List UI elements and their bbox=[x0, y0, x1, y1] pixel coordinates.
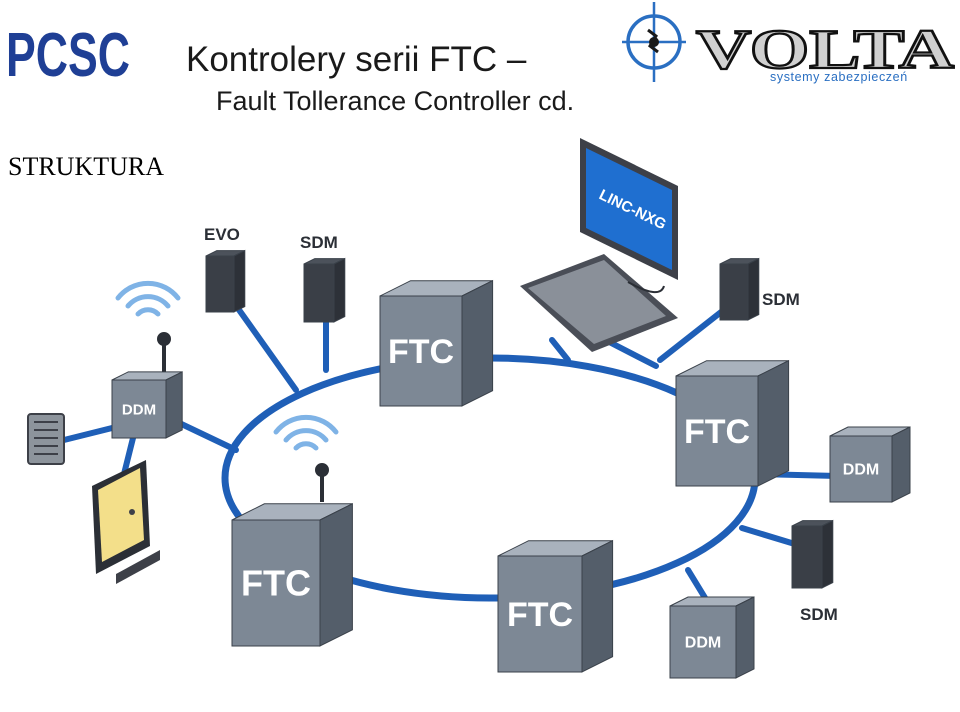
sdm-label-top: SDM bbox=[300, 233, 338, 252]
ddm-module-bottom: DDM bbox=[669, 596, 755, 679]
slide-subtitle: Fault Tollerance Controller cd. bbox=[216, 86, 575, 116]
sdm-module-right bbox=[719, 257, 760, 321]
wireless-signal-icon bbox=[118, 283, 178, 314]
sdm-label-right: SDM bbox=[762, 290, 800, 309]
ddm-module-left: DDM bbox=[111, 371, 183, 439]
ddm-module-left-label: DDM bbox=[122, 401, 156, 418]
door-with-reader bbox=[27, 413, 160, 584]
ftc-controller-top-label: FTC bbox=[388, 333, 454, 371]
sdm-label-bottom: SDM bbox=[800, 605, 838, 624]
ftc-controller-bottom: FTC bbox=[497, 539, 614, 673]
sdm-module-bottom bbox=[791, 519, 834, 589]
antenna-masts bbox=[157, 332, 329, 502]
pcsc-logo: PCSC bbox=[6, 21, 130, 86]
wireless-signal-icon bbox=[276, 417, 336, 448]
section-label: STRUKTURA bbox=[8, 152, 165, 181]
linc-nxg-workstation: LINC-NXG bbox=[520, 138, 678, 352]
svg-text:PCSC: PCSC bbox=[6, 21, 130, 86]
crosshair-icon bbox=[622, 2, 686, 82]
svg-text:VOLTA: VOLTA bbox=[696, 19, 955, 81]
ftc-controller-right-label: FTC bbox=[684, 413, 750, 451]
ddm-module-bottom-label: DDM bbox=[685, 635, 721, 652]
evo-label: EVO bbox=[204, 225, 240, 244]
slide-title: Kontrolery serii FTC – bbox=[186, 40, 527, 79]
ftc-controller-left-label: FTC bbox=[241, 563, 311, 604]
evo-module bbox=[205, 249, 246, 313]
ftc-controller-left: FTC bbox=[231, 502, 353, 647]
ddm-module-right-label: DDM bbox=[843, 462, 879, 479]
sdm-module-top bbox=[303, 257, 346, 323]
volta-tagline: systemy zabezpieczeń bbox=[770, 70, 908, 84]
ftc-controller-right: FTC bbox=[675, 359, 790, 487]
ddm-module-right: DDM bbox=[829, 426, 911, 503]
door-icon bbox=[98, 468, 144, 562]
ftc-controller-top: FTC bbox=[379, 279, 494, 407]
volta-logo: VOLTA bbox=[622, 2, 956, 82]
ftc-controller-bottom-label: FTC bbox=[507, 596, 573, 634]
